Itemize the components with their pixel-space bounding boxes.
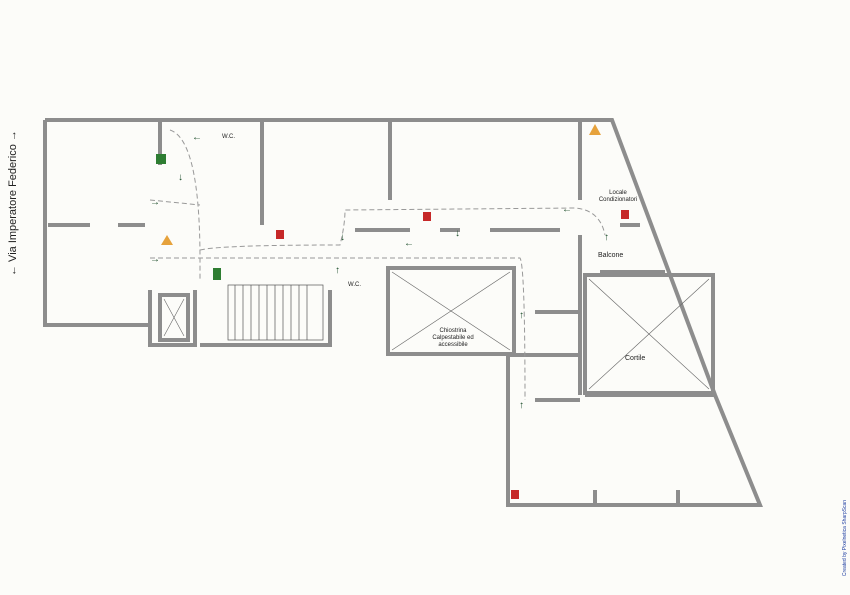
svg-text:↑: ↑: [519, 310, 524, 321]
stairs: [227, 284, 324, 341]
street-arrow-down: ←: [7, 265, 19, 276]
exit-arrows: ← ↓ → → ↑ ↓ ↓ ← ↑ ↑ ↑ ←: [150, 132, 609, 411]
chiostrina-walls: [158, 266, 715, 395]
street-label: ← Via Imperatore Federico →: [7, 130, 19, 276]
scan-credit: Created by Pixelnetica SharpScan: [842, 499, 848, 577]
svg-text:→: →: [150, 197, 160, 208]
svg-text:←: ←: [404, 238, 414, 249]
svg-text:↓: ↓: [455, 228, 460, 239]
street-name: Via Imperatore Federico: [7, 144, 19, 262]
warning-icons: [161, 124, 601, 245]
svg-text:↓: ↓: [178, 172, 183, 183]
street-arrow-up: →: [7, 130, 19, 142]
room-label-wc-2: W.C.: [348, 282, 361, 288]
room-label-cortile: Cortile: [625, 355, 646, 362]
svg-text:↑: ↑: [335, 265, 340, 276]
room-label-locale-condizionatori: Locale Condizionatori: [598, 190, 638, 203]
room-label-balcone: Balcone: [598, 252, 624, 259]
svg-text:↓: ↓: [340, 232, 345, 243]
cross-lines: [163, 271, 710, 390]
svg-text:↑: ↑: [519, 400, 524, 411]
fire-extinguisher-icons: [276, 210, 629, 499]
walls: [43, 118, 763, 507]
escape-route: [149, 129, 606, 401]
svg-text:↑: ↑: [604, 232, 609, 243]
first-aid-icon: [156, 154, 166, 164]
emergency-exit-icon: [213, 268, 221, 280]
room-label-chiostrina: Chiostrina Calpestabile ed accessibile: [432, 328, 474, 348]
svg-text:→: →: [150, 254, 160, 265]
svg-text:←: ←: [192, 132, 202, 143]
svg-text:←: ←: [562, 204, 572, 215]
room-label-wc-1: W.C.: [222, 134, 235, 140]
